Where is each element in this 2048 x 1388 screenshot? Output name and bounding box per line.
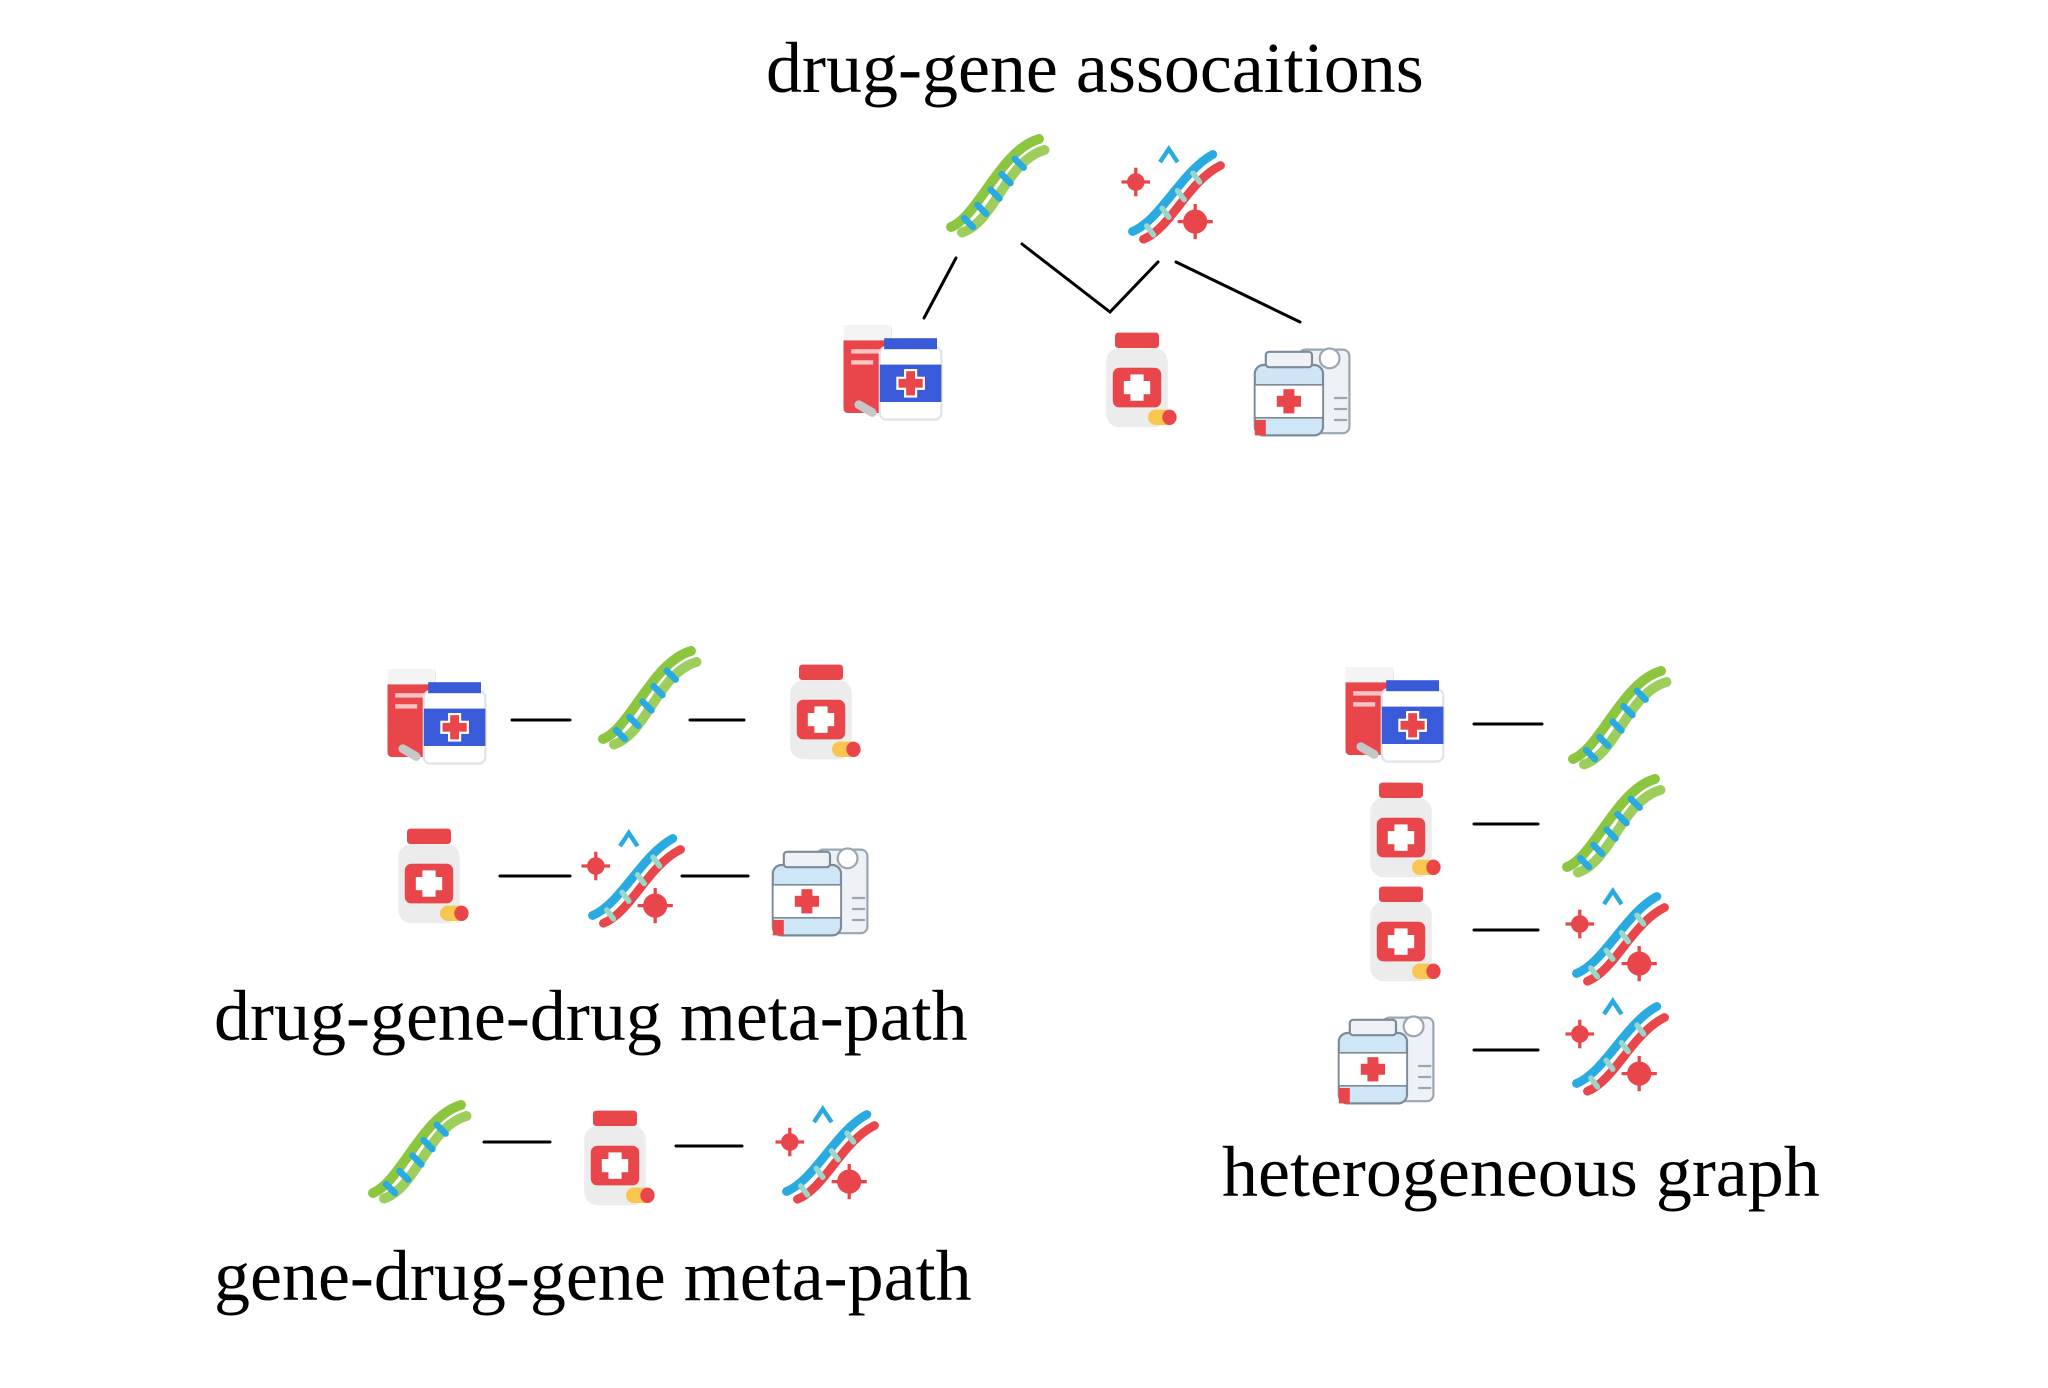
dna-mutation-virus-icon <box>770 1098 880 1208</box>
dna-mutation-virus-icon <box>1116 138 1226 248</box>
pill-bottle-icon <box>1082 326 1192 436</box>
dna-helix-green-icon <box>592 640 702 750</box>
pill-bottle-icon <box>1346 776 1456 886</box>
pill-bottle-icon <box>1346 880 1456 990</box>
dna-mutation-virus-icon <box>1560 880 1670 990</box>
link-genea-druga <box>922 256 958 320</box>
gene-drug-gene-label: gene-drug-gene meta-path <box>214 1236 972 1316</box>
medicine-boxes-icon <box>838 314 948 424</box>
link-geneb-drugc <box>1174 260 1302 324</box>
dna-helix-green-icon <box>1556 768 1666 878</box>
dna-mutation-virus-icon <box>576 822 686 932</box>
drug-gene-drug-label: drug-gene-drug meta-path <box>214 976 968 1056</box>
medicine-jar-icon <box>1246 332 1356 442</box>
associations-title: drug-gene assocaitions <box>766 28 1424 108</box>
link-genea-drugb-geneb <box>1020 242 1160 315</box>
heterogeneous-graph-label: heterogeneous graph <box>1222 1132 1820 1212</box>
medicine-jar-icon <box>1330 1000 1440 1110</box>
medicine-boxes-icon <box>382 658 492 768</box>
dna-mutation-virus-icon <box>1560 990 1670 1100</box>
medicine-jar-icon <box>764 832 874 942</box>
dna-helix-green-icon <box>1562 660 1672 770</box>
dna-helix-green-icon <box>362 1094 472 1204</box>
dna-helix-green-icon <box>940 128 1050 238</box>
pill-bottle-icon <box>560 1104 670 1214</box>
pill-bottle-icon <box>374 822 484 932</box>
pill-bottle-icon <box>766 658 876 768</box>
medicine-boxes-icon <box>1340 656 1450 766</box>
